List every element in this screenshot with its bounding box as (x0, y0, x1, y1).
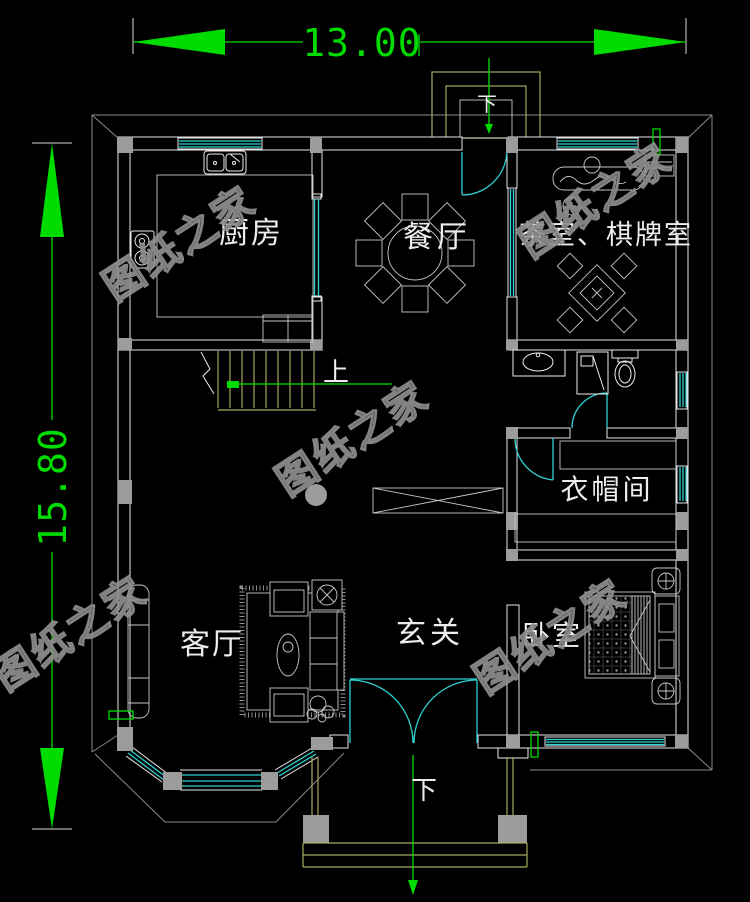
cloakroom-window (676, 465, 688, 504)
coffee-table (276, 633, 300, 677)
wardrobe (514, 513, 677, 543)
bedroom-window (544, 736, 666, 747)
plant (306, 695, 335, 723)
wardrobe (559, 440, 677, 470)
tea-table (562, 196, 582, 216)
dimension-height-label: 15.80 (31, 427, 75, 546)
room-labels: 厨房 餐厅 茶室、棋牌室 衣帽间 客厅 玄关 卧室 上 下 下 (180, 94, 693, 805)
shoe-cabinet (372, 487, 504, 514)
room-label-hall: 玄关 (396, 617, 464, 650)
headboard (654, 595, 680, 677)
marker (530, 731, 539, 758)
kitchen-sliding-door (311, 193, 322, 302)
sofa-set (269, 579, 345, 723)
cloakroom-wardrobes (514, 440, 677, 543)
bathroom-door (571, 392, 608, 429)
room-label-dining: 餐厅 (403, 221, 471, 254)
partition-window (507, 187, 517, 298)
wash-basin (512, 349, 566, 377)
main-entrance-double-door (349, 678, 478, 744)
nightstand (651, 677, 681, 705)
kitchen-furniture (130, 150, 314, 343)
side-cabinet (644, 154, 675, 177)
watermark-text: 图纸之家 (0, 569, 155, 700)
room-label-cloakroom: 衣帽间 (560, 474, 653, 505)
kitchen-sink (203, 150, 247, 175)
bottom-steps-down-label: 下 (411, 775, 437, 805)
mahjong-table (556, 252, 638, 334)
toilet (611, 349, 639, 388)
cloakroom-door (514, 437, 554, 481)
fridge (262, 314, 314, 343)
stairs-up-label: 上 (323, 357, 349, 387)
tea-room-furniture (552, 154, 675, 334)
column-circle (305, 484, 327, 506)
top-steps-down-label: 下 (477, 94, 497, 116)
bathroom-fixtures (512, 349, 639, 395)
windows (125, 137, 688, 791)
entrance-steps (302, 755, 528, 895)
dimension-top: 13.00 (132, 18, 687, 65)
bathroom-window (676, 371, 688, 410)
tea-room-window (556, 137, 639, 150)
gas-stove (130, 230, 155, 269)
room-label-tea-room: 茶室、棋牌室 (519, 220, 693, 250)
doors (311, 149, 608, 744)
room-label-bedroom: 卧室 (522, 620, 582, 651)
marker (652, 128, 661, 155)
watermark-text: 图纸之家 (269, 374, 437, 505)
room-label-kitchen: 厨房 (219, 217, 283, 250)
hall-items (305, 484, 504, 514)
bay-window (125, 746, 319, 791)
stairs (200, 351, 392, 411)
dimension-left: 15.80 (31, 142, 75, 830)
dining-table-set (355, 193, 475, 313)
living-room-furniture (127, 579, 346, 723)
marker (108, 710, 134, 720)
kitchen-window (177, 137, 263, 150)
top-entry-door (461, 149, 508, 196)
bedroom-furniture (584, 567, 681, 705)
top-porch (431, 58, 541, 139)
tv-cabinet (127, 584, 150, 719)
shower (576, 351, 609, 395)
dimension-width-label: 13.00 (302, 21, 421, 65)
section-markers (108, 128, 661, 758)
room-label-living: 客厅 (180, 628, 244, 661)
chaise-lounge (552, 156, 645, 191)
roof-contour (91, 114, 713, 823)
nightstand (651, 567, 681, 595)
